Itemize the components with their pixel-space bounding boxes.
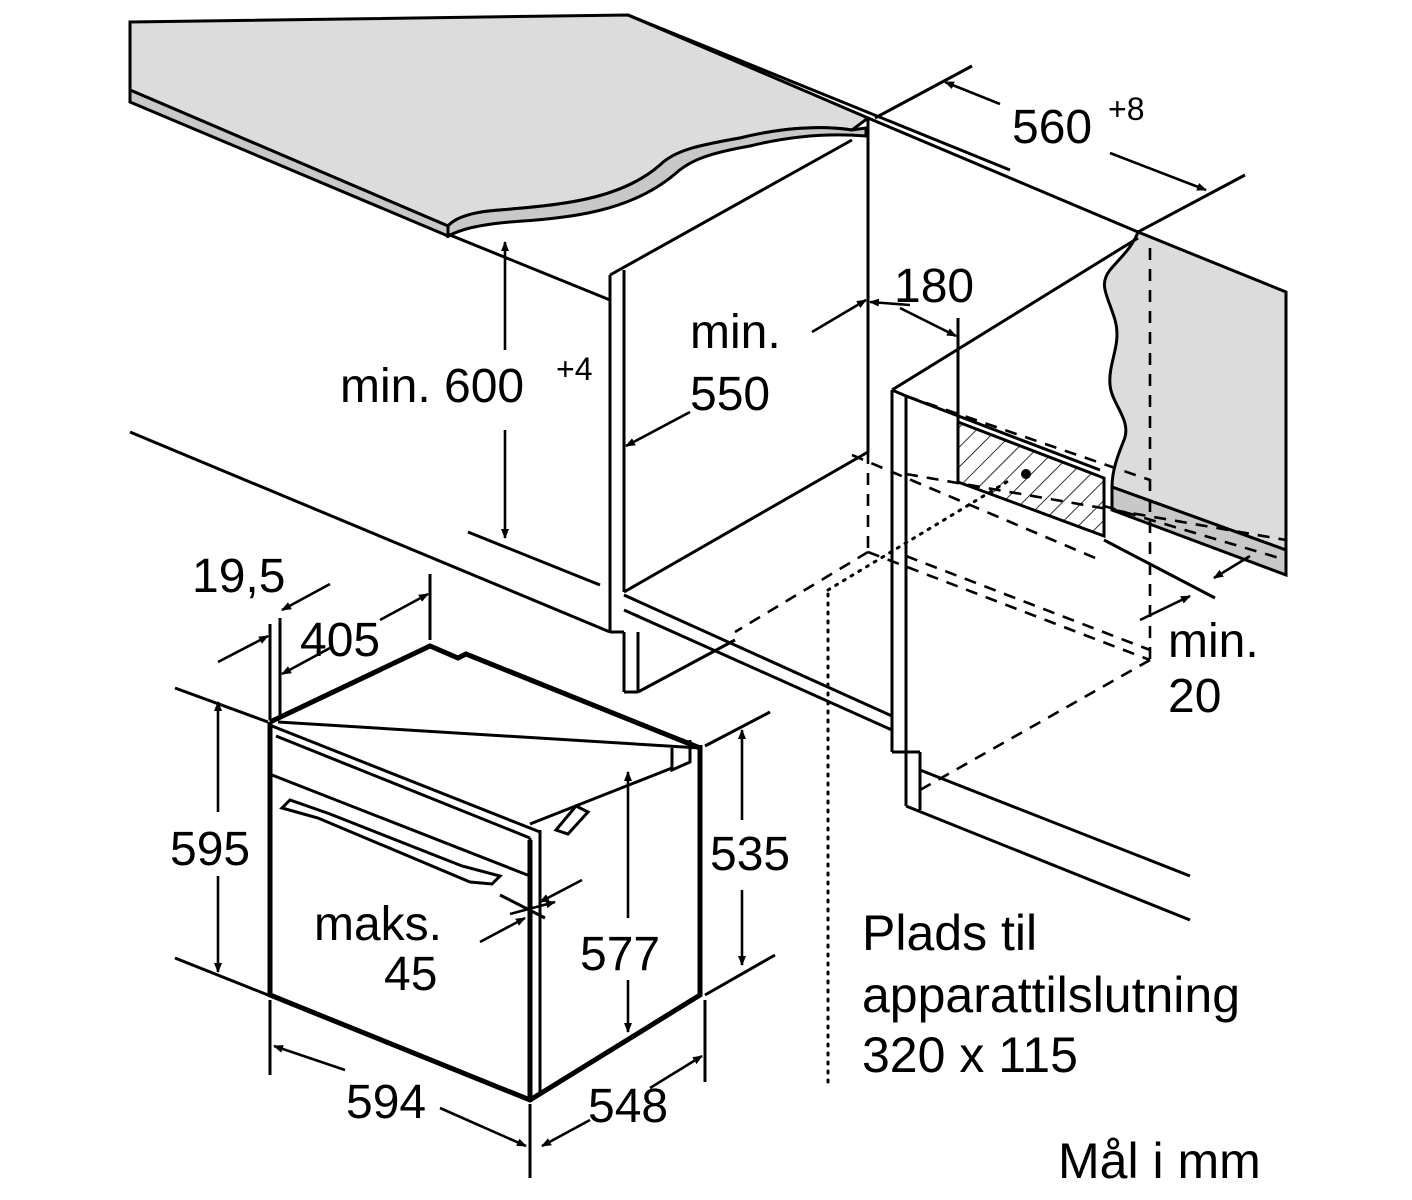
oven (267, 643, 703, 1103)
label-front-offset: 19,5 (192, 550, 285, 603)
label-inner-height: 535 (710, 828, 790, 881)
label-depth-min: min. (690, 306, 781, 359)
connection-note-line3: 320 x 115 (862, 1027, 1078, 1083)
dimension-labels: 560 +8 min. 600 +4 min. 550 180 min. 20 … (170, 91, 1259, 1133)
units-note: Mål i mm (1058, 1133, 1261, 1189)
label-gap-min-value: 20 (1168, 670, 1221, 723)
label-vent-depth: 180 (894, 260, 974, 313)
label-oven-height: 595 (170, 823, 250, 876)
label-max-value: 45 (384, 948, 437, 1001)
label-max: maks. (314, 898, 442, 951)
label-height-min: min. 600 (340, 360, 524, 413)
label-width-top: 560 (1012, 101, 1092, 154)
label-top-depth: 405 (300, 614, 380, 667)
dimension-arrows (174, 64, 1251, 1178)
connection-note: Plads til apparattilslutning 320 x 115 (862, 905, 1240, 1083)
countertop-right (1102, 230, 1288, 578)
label-oven-width: 594 (346, 1076, 426, 1129)
label-depth-min-value: 550 (690, 368, 770, 421)
label-oven-depth: 548 (588, 1080, 668, 1133)
connection-note-line1: Plads til (862, 905, 1037, 961)
label-height-min-tol: +4 (556, 351, 592, 387)
connection-note-line2: apparattilslutning (862, 967, 1240, 1023)
connection-space-box (956, 318, 1106, 539)
label-gap-min: min. (1168, 615, 1259, 668)
label-width-top-tol: +8 (1108, 91, 1144, 127)
countertop-left (128, 13, 871, 239)
label-door-height: 577 (580, 928, 660, 981)
cabinet-structure (129, 13, 1191, 922)
